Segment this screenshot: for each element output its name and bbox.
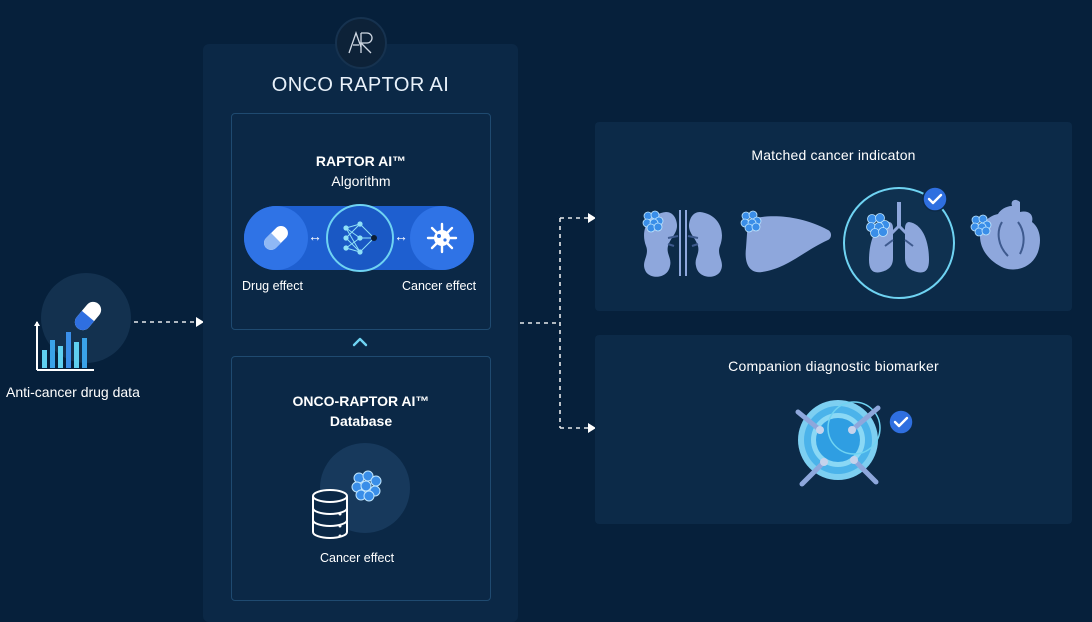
bar-chart-icon [34, 321, 94, 371]
input-label: Anti-cancer drug data [6, 384, 140, 400]
tumor-icon [740, 210, 762, 233]
chevron-up-icon [352, 337, 368, 347]
heart-icon [980, 199, 1040, 270]
liver-icon [745, 216, 831, 273]
algorithm-title-line1: RAPTOR AI™ [315, 153, 407, 169]
cancer-effect-node [410, 206, 474, 270]
neural-network-icon [343, 221, 377, 255]
database-title-line2: Database [329, 413, 393, 429]
pill-icon [74, 301, 102, 331]
check-icon [922, 186, 948, 212]
cancer-cell-icon [426, 222, 458, 254]
companion-biomarker-title: Companion diagnostic biomarker [728, 358, 939, 374]
tumor-icon [970, 214, 992, 237]
logo-icon [348, 31, 373, 54]
logo-badge [335, 17, 387, 69]
database-label: Cancer effect [320, 551, 395, 565]
pill-icon [264, 226, 288, 250]
algorithm-title-line2: Algorithm [331, 173, 391, 189]
drug-effect-label: Drug effect [242, 279, 303, 293]
tumor-icon [866, 213, 890, 238]
drug-effect-node [244, 206, 308, 270]
app-title: ONCO RAPTOR AI [271, 74, 450, 96]
database-icon [312, 489, 348, 539]
biomarker-icon [795, 400, 881, 487]
check-icon [888, 409, 914, 435]
neural-network-node [326, 204, 394, 272]
tumor-icon [642, 210, 664, 233]
right-arrow: ↔ [394, 228, 408, 244]
left-arrow: ↔ [308, 228, 322, 244]
tumor-icon [351, 470, 382, 502]
matched-indication-title: Matched cancer indicaton [751, 147, 916, 163]
cancer-effect-label: Cancer effect [402, 279, 477, 293]
database-title-line1: ONCO-RAPTOR AI™ [292, 393, 430, 409]
